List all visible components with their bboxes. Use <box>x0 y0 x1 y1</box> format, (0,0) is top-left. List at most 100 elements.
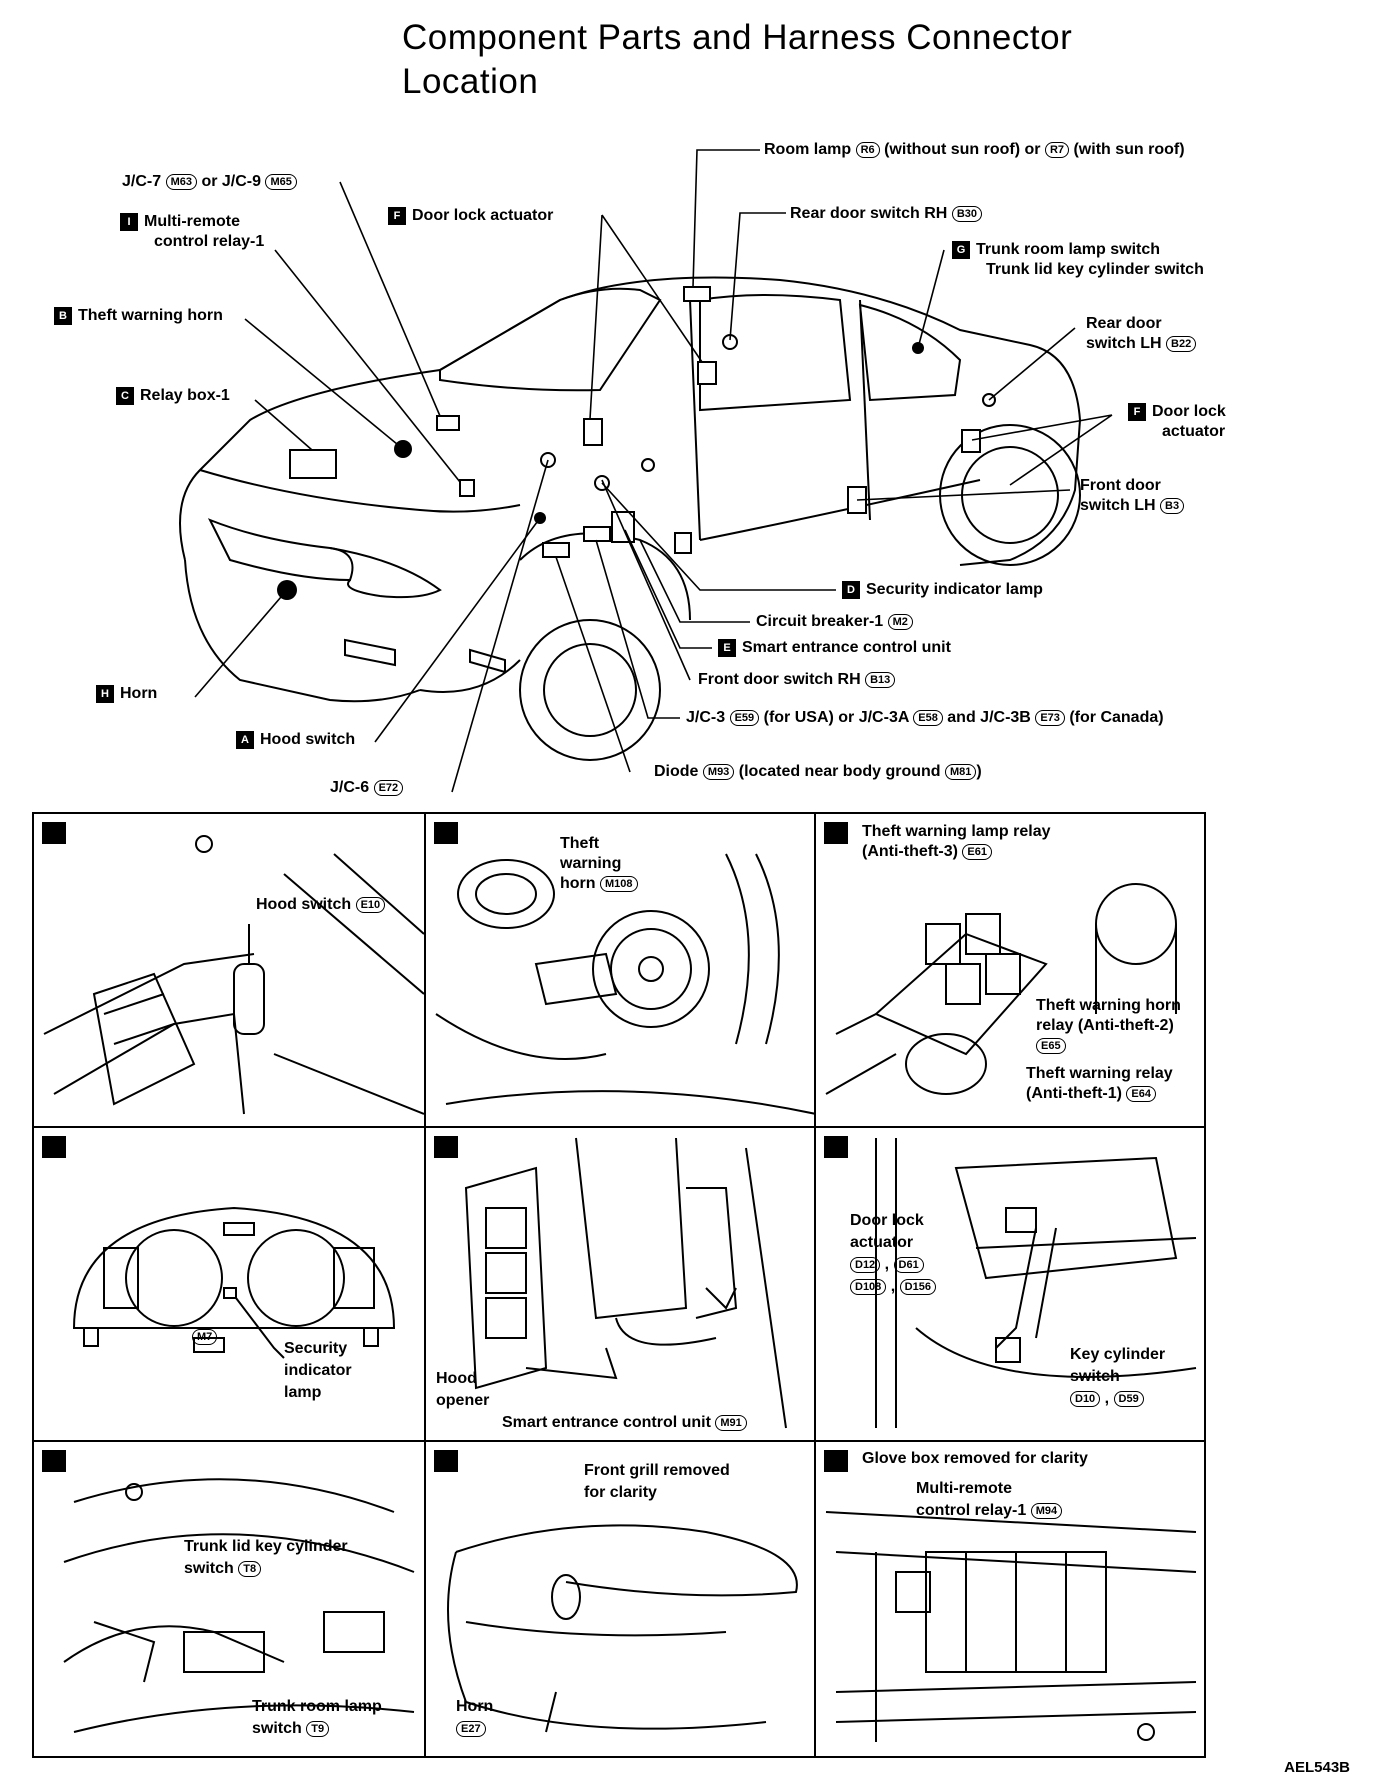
trunk-drawing <box>63 1478 415 1733</box>
grill-removed-label: Front grill removed for clarity <box>584 1462 730 1501</box>
security-lamp-connector: M7 <box>192 1326 218 1348</box>
connector-badge: D59 <box>1113 1390 1144 1407</box>
connector-badge: D108 <box>850 1278 887 1295</box>
panel-badge <box>824 1136 848 1158</box>
hood-opener-label: Hood opener <box>436 1370 490 1409</box>
panel-badge <box>434 1136 458 1158</box>
location-badge: A <box>236 730 254 749</box>
door-lock-label: Door lock actuator D12 , D61 D108 , D156 <box>850 1210 936 1298</box>
glove-box-drawing <box>825 1511 1197 1742</box>
smart-unit-drawing <box>464 1137 787 1429</box>
connector-badge: D156 <box>899 1278 936 1295</box>
callout-diode: Diode M93 (located near body ground M81) <box>654 763 982 780</box>
callout-jc3: J/C-3 E59 (for USA) or J/C-3A E58 and J/… <box>686 709 1164 726</box>
connector-badge: T8 <box>238 1560 262 1577</box>
location-badge: D <box>842 580 860 599</box>
relay-box-labels-3: Theft warning relay (Anti-theft-1) E64 <box>1026 1065 1173 1102</box>
connector-badge: D12 <box>850 1256 881 1273</box>
location-badge: F <box>1128 402 1146 421</box>
connector-badge: E73 <box>1035 709 1065 726</box>
connector-badge: M91 <box>715 1414 747 1431</box>
car-diagram <box>179 149 1113 793</box>
panel-badge <box>434 822 458 844</box>
connector-badge: E59 <box>729 709 760 726</box>
connector-badge: B3 <box>1160 497 1185 514</box>
connector-badge: E64 <box>1126 1085 1156 1102</box>
callout-front-door-switch-rh: Front door switch RH B13 <box>698 670 896 690</box>
connector-badge: M2 <box>887 613 913 630</box>
panel-badge <box>42 822 66 844</box>
hood-switch-label: Hood switch E10 <box>256 894 386 916</box>
connector-badge: E61 <box>962 843 992 860</box>
panel-theft-warning-horn: Theft warning horn M108 <box>424 812 816 1128</box>
panel-door-lock-actuator: Door lock actuator D12 , D61 D108 , D156… <box>814 1126 1206 1442</box>
panel-security-indicator: Security indicator lamp M7 <box>32 1126 426 1442</box>
callout-jc7: J/C-7 M63 or J/C-9 M65 <box>122 172 297 192</box>
glove-box-heading: Glove box removed for clarity <box>862 1450 1088 1467</box>
panel-multi-remote-relay: Glove box removed for clarity Multi-remo… <box>814 1440 1206 1758</box>
horn-drawing <box>447 1524 798 1733</box>
smart-unit-label: Smart entrance control unit M91 <box>502 1412 747 1434</box>
connector-badge: D10 <box>1070 1390 1101 1407</box>
trunk-lid-key-label: Trunk lid key cylinder switch T8 <box>184 1538 348 1577</box>
callout-rear-door-switch-lh: Rear door switch LH B22 <box>1086 314 1197 354</box>
connector-badge: B22 <box>1166 335 1197 352</box>
connector-badge: M108 <box>600 875 638 892</box>
relay-box-labels-2: Theft warning horn relay (Anti-theft-2) … <box>1036 997 1181 1054</box>
panel-badge <box>434 1450 458 1472</box>
page-title: Component Parts and Harness Connector Lo… <box>402 16 1072 104</box>
connector-badge: M81 <box>945 763 977 780</box>
relay-box-drawing <box>825 883 1177 1095</box>
key-cylinder-label: Key cylinder switch D10 , D59 <box>1070 1346 1166 1407</box>
location-badge: C <box>116 386 134 405</box>
callout-rear-door-switch-rh: Rear door switch RH B30 <box>790 204 982 224</box>
panel-badge <box>824 822 848 844</box>
connector-badge: M94 <box>1030 1502 1063 1519</box>
hood-switch-drawing <box>43 835 424 1115</box>
connector-badge: E65 <box>1036 1037 1066 1054</box>
location-badge: F <box>388 206 406 225</box>
location-badge: E <box>718 638 736 657</box>
panel-badge <box>42 1136 66 1158</box>
panel-hood-switch: Hood switch E10 <box>32 812 426 1128</box>
connector-badge: M63 <box>165 173 197 190</box>
connector-badge: M7 <box>192 1328 218 1345</box>
connector-badge: B30 <box>951 205 982 222</box>
instrument-cluster-drawing <box>72 1206 396 1359</box>
location-badge: I <box>120 212 138 231</box>
connector-badge: E58 <box>913 709 943 726</box>
panel-smart-entrance-unit: Hood opener Smart entrance control unit … <box>424 1126 816 1442</box>
connector-badge: T9 <box>306 1720 330 1737</box>
connector-badge: M65 <box>265 173 297 190</box>
callout-front-door-switch-lh: Front door switch LH B3 <box>1080 476 1185 516</box>
callout-jc6: J/C-6 E72 <box>330 778 404 798</box>
title-line-1: Component Parts and Harness Connector <box>402 18 1073 57</box>
theft-horn-label: Theft warning horn M108 <box>560 834 638 894</box>
connector-badge: M93 <box>702 763 735 780</box>
security-lamp-label: Security indicator lamp <box>284 1340 352 1401</box>
connector-badge: E27 <box>456 1720 486 1737</box>
connector-badge: R7 <box>1044 141 1070 158</box>
connector-badge: D61 <box>893 1256 924 1273</box>
connector-badge: E10 <box>355 896 386 913</box>
multi-remote-relay-label: Multi-remote control relay-1 M94 <box>916 1478 1063 1522</box>
panel-horn: Front grill removed for clarity Horn E27 <box>424 1440 816 1758</box>
location-badge: B <box>54 306 72 325</box>
connector-badge: B13 <box>865 671 896 688</box>
callout-circuit-breaker: Circuit breaker-1 M2 <box>756 612 913 632</box>
panel-badge <box>824 1450 848 1472</box>
location-badge: H <box>96 684 114 703</box>
panel-relay-box: Theft warning lamp relay (Anti-theft-3) … <box>814 812 1206 1128</box>
panel-trunk-switches: Trunk lid key cylinder switch T8 Trunk r… <box>32 1440 426 1758</box>
callout-room-lamp: Room lamp R6 (without sun roof) or R7 (w… <box>764 141 1185 158</box>
relay-box-labels: Theft warning lamp relay (Anti-theft-3) … <box>862 823 1051 860</box>
